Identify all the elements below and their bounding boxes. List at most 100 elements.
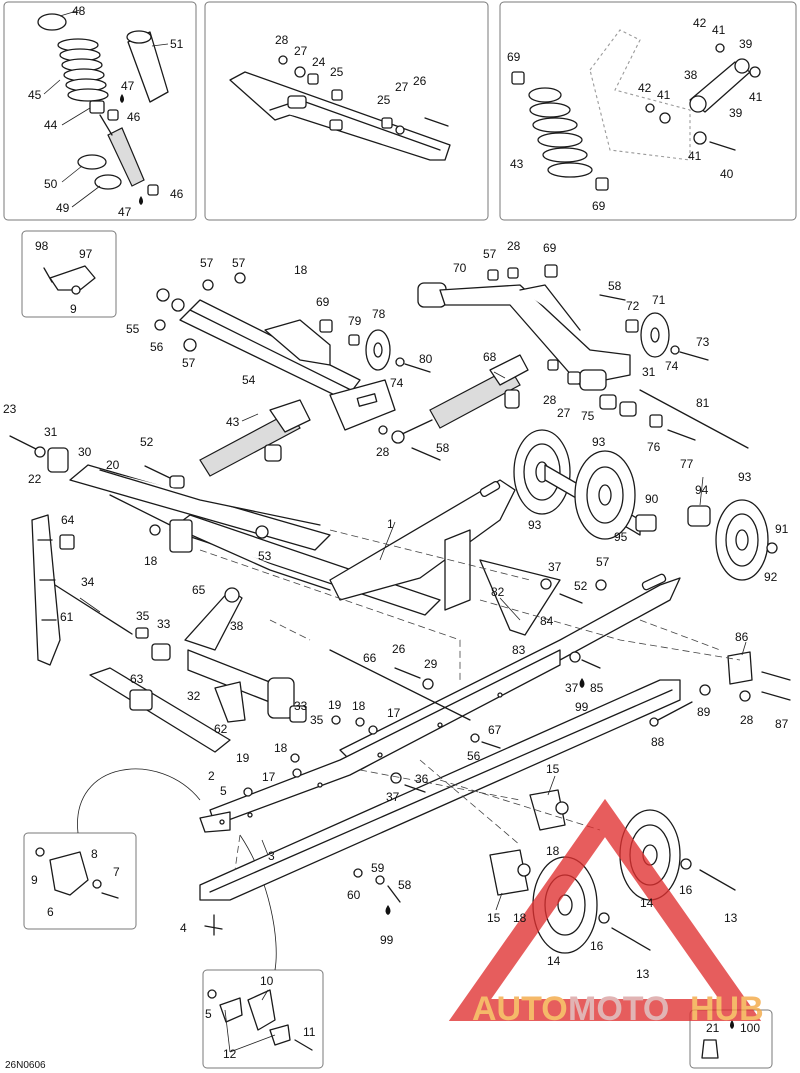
callout: 14 bbox=[640, 896, 654, 910]
coil-spring-45 bbox=[57, 38, 109, 102]
callout: 47 bbox=[118, 205, 132, 219]
callout: 18 bbox=[513, 911, 527, 925]
callout: 87 bbox=[775, 717, 789, 731]
callout: 52 bbox=[574, 579, 588, 593]
callout: 34 bbox=[81, 575, 95, 589]
callout: 42 bbox=[638, 81, 652, 95]
callout: 39 bbox=[739, 37, 753, 51]
callout: 71 bbox=[652, 293, 666, 307]
callout: 27 bbox=[395, 80, 409, 94]
callout: 25 bbox=[377, 93, 391, 107]
callout: 45 bbox=[28, 88, 42, 102]
grease-drop-47b bbox=[139, 196, 143, 205]
callout: 48 bbox=[72, 4, 86, 18]
callout: 50 bbox=[44, 177, 58, 191]
callout: 23 bbox=[3, 402, 17, 416]
slide-3 bbox=[199, 679, 681, 901]
grease-drop-47a bbox=[120, 94, 124, 103]
callout: 88 bbox=[651, 735, 665, 749]
callout: 67 bbox=[488, 723, 502, 737]
callout: 51 bbox=[170, 37, 184, 51]
callout: 25 bbox=[330, 65, 344, 79]
callout: 1 bbox=[387, 517, 394, 531]
callout: 70 bbox=[453, 261, 467, 275]
callout: 39 bbox=[729, 106, 743, 120]
callout: 57 bbox=[200, 256, 214, 270]
callout: 14 bbox=[547, 954, 561, 968]
callout: 69 bbox=[543, 241, 557, 255]
callout: 42 bbox=[693, 16, 707, 30]
bracket-10 bbox=[247, 989, 276, 1031]
callout: 93 bbox=[592, 435, 606, 449]
callout: 41 bbox=[712, 23, 726, 37]
callout: 13 bbox=[724, 911, 738, 925]
front-arm-components bbox=[31, 514, 307, 753]
callout: 31 bbox=[642, 365, 656, 379]
callout: 16 bbox=[679, 883, 693, 897]
nipple-21 bbox=[701, 1039, 719, 1059]
callout: 18 bbox=[294, 263, 308, 277]
wheel-78 bbox=[319, 319, 431, 373]
callout: 91 bbox=[775, 522, 789, 536]
callout: 13 bbox=[636, 967, 650, 981]
bushings-75 bbox=[547, 359, 749, 449]
callout: 3 bbox=[268, 849, 275, 863]
callout: 99 bbox=[575, 700, 589, 714]
callout: 9 bbox=[31, 873, 38, 887]
front-shock-assembly bbox=[37, 13, 169, 205]
callout: 68 bbox=[483, 350, 497, 364]
callout: 84 bbox=[540, 614, 554, 628]
assembly-lines bbox=[199, 529, 741, 871]
callout: 33 bbox=[294, 699, 308, 713]
callout: 90 bbox=[645, 492, 659, 506]
rear-shock-assembly bbox=[511, 29, 761, 191]
callout: 74 bbox=[390, 376, 404, 390]
callout: 100 bbox=[740, 1021, 760, 1035]
ring-50 bbox=[77, 154, 107, 170]
callout-arc bbox=[77, 768, 201, 834]
callout: 69 bbox=[592, 199, 606, 213]
callout: 28 bbox=[543, 393, 557, 407]
callout: 24 bbox=[312, 55, 326, 69]
callout: 28 bbox=[376, 445, 390, 459]
callout: 22 bbox=[28, 472, 42, 486]
upper-arm-assembly bbox=[229, 55, 451, 161]
hardware-misc bbox=[243, 578, 791, 797]
callout: 80 bbox=[419, 352, 433, 366]
callout: 27 bbox=[294, 44, 308, 58]
callout: 85 bbox=[590, 681, 604, 695]
callout: 49 bbox=[56, 201, 70, 215]
callout: 2 bbox=[208, 769, 215, 783]
callout: 43 bbox=[226, 415, 240, 429]
callout: 89 bbox=[697, 705, 711, 719]
ring-49 bbox=[94, 174, 122, 190]
callout: 61 bbox=[60, 610, 74, 624]
callout: 56 bbox=[150, 340, 164, 354]
callout: 57 bbox=[182, 356, 196, 370]
callout: 97 bbox=[79, 247, 93, 261]
watermark-triangle bbox=[448, 798, 762, 1021]
callout: 27 bbox=[557, 406, 571, 420]
callout: 32 bbox=[187, 689, 201, 703]
callout: 18 bbox=[352, 699, 366, 713]
callout: 82 bbox=[491, 585, 505, 599]
callout: 28 bbox=[740, 713, 754, 727]
rear-arm-70 bbox=[417, 264, 709, 391]
callout: 36 bbox=[415, 772, 429, 786]
callout: 93 bbox=[738, 470, 752, 484]
callout: 41 bbox=[657, 88, 671, 102]
callout: 54 bbox=[242, 373, 256, 387]
callout: 17 bbox=[262, 770, 276, 784]
slider-15b bbox=[489, 849, 529, 896]
callout: 18 bbox=[546, 844, 560, 858]
slider-6 bbox=[49, 851, 89, 896]
spacer-46b bbox=[147, 184, 159, 196]
callout: 47 bbox=[121, 79, 135, 93]
callout: 72 bbox=[626, 299, 640, 313]
bracket-86 bbox=[727, 651, 753, 685]
callout: 76 bbox=[647, 440, 661, 454]
spacer-46a bbox=[107, 109, 119, 121]
bushing-44 bbox=[89, 100, 105, 114]
callout: 17 bbox=[387, 706, 401, 720]
